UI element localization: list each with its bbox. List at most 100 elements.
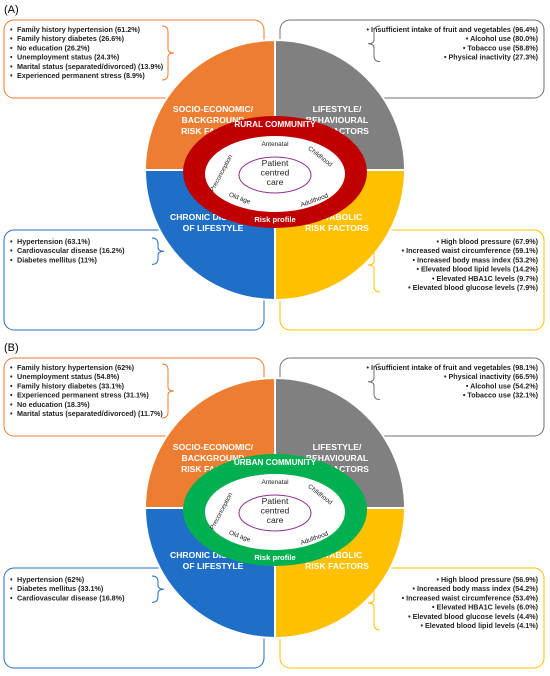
brace-connector xyxy=(367,575,381,631)
risk-factor-item: • Elevated HBA1C levels (9.7%) xyxy=(432,274,539,283)
brace-connector xyxy=(367,25,381,63)
bl-quadrant-title: CHRONIC DISEASES xyxy=(170,212,256,222)
tl-quadrant-title: BACKGROUND xyxy=(181,115,244,125)
tr-quadrant-title: BEHAVIOURAL xyxy=(306,115,368,125)
bullet-icon: • xyxy=(10,43,13,52)
risk-factor-item: • Elevated blood glucose levels (7.9%) xyxy=(408,283,539,292)
brace-connector xyxy=(161,25,175,81)
risk-factor-item: Family history hypertension (61.2%) xyxy=(17,25,141,34)
risk-factor-item: • Insufficient intake of fruit and veget… xyxy=(367,25,539,34)
bullet-icon: • xyxy=(10,62,13,71)
risk-factor-item: • Physical inactivity (66.5%) xyxy=(444,372,539,381)
bullet-icon: • xyxy=(10,246,13,255)
tl-quadrant-title: SOCIO-ECONOMIC/ xyxy=(173,442,254,452)
risk-factor-item: Unemployment status (24.3%) xyxy=(17,53,120,62)
risk-factor-item: • Elevated blood glucose levels (4.4%) xyxy=(408,612,539,621)
risk-factor-item: • Alcohol use (54.2%) xyxy=(466,381,539,390)
risk-factor-item: • Elevated blood lipid levels (4.1%) xyxy=(420,621,538,630)
bl-quadrant-title: CHRONIC DISEASES xyxy=(170,550,256,560)
risk-factor-item: Diabetes mellitus (11%) xyxy=(17,255,97,264)
bl-quadrant-title: OF LIFESTYLE xyxy=(183,561,244,571)
patient-centred-care-label: Patient xyxy=(262,158,289,168)
risk-factor-item: • Increased waist circumference (59.1%) xyxy=(402,246,539,255)
patient-centred-care-label: care xyxy=(267,515,284,525)
risk-profile-label: Risk profile xyxy=(254,553,295,562)
life-stage-ellipse xyxy=(205,136,345,212)
br-quadrant-title: METABOLIC xyxy=(312,212,362,222)
tl-quadrant-title: SOCIO-ECONOMIC/ xyxy=(173,104,254,114)
bullet-icon: • xyxy=(10,575,13,584)
risk-factor-item: • Increased waist circumference (53.4%) xyxy=(402,593,539,602)
risk-factor-item: • Elevated blood lipid levels (14.2%) xyxy=(416,265,538,274)
risk-factor-item: No education (26.2%) xyxy=(17,43,90,52)
risk-factor-item: Family history diabetes (33.1%) xyxy=(17,381,125,390)
risk-factor-item: Family history diabetes (26.6%) xyxy=(17,34,125,43)
risk-factor-item: • Increased body mass index (54.2%) xyxy=(412,584,538,593)
brace-connector xyxy=(367,237,381,293)
bullet-icon: • xyxy=(10,71,13,80)
tr-quadrant-title: BEHAVIOURAL xyxy=(306,453,368,463)
risk-factor-item: • Increased body mass index (53.2%) xyxy=(412,255,538,264)
bullet-icon: • xyxy=(10,400,13,409)
bl-quadrant-title: OF LIFESTYLE xyxy=(183,223,244,233)
brace-connector xyxy=(161,363,175,419)
risk-factor-item: Diabetes mellitus (33.1%) xyxy=(17,584,104,593)
risk-factor-item: • Tobacco use (58.8%) xyxy=(463,43,539,52)
life-stage-antenatal: Antenatal xyxy=(261,479,288,486)
bullet-icon: • xyxy=(10,34,13,43)
panel-label: (A) xyxy=(4,4,19,16)
bullet-icon: • xyxy=(10,372,13,381)
risk-factor-item: Family history hypertension (62%) xyxy=(17,363,135,372)
risk-profile-label: Risk profile xyxy=(254,215,295,224)
risk-factor-item: Unemployment status (54.8%) xyxy=(17,372,120,381)
community-label: RURAL COMMUNITY xyxy=(234,120,316,129)
community-label: URBAN COMMUNITY xyxy=(234,458,317,467)
tl-quadrant-title: BACKGROUND xyxy=(181,453,244,463)
patient-centred-care-label: centred xyxy=(261,168,290,178)
br-quadrant-title: RISK FACTORS xyxy=(305,561,369,571)
patient-centred-ellipse xyxy=(238,494,312,532)
risk-factor-item: • Alcohol use (80.0%) xyxy=(466,34,539,43)
br-quadrant-title: RISK FACTORS xyxy=(305,223,369,233)
patient-centred-care-label: centred xyxy=(261,506,290,516)
bullet-icon: • xyxy=(10,409,13,418)
patient-centred-care-label: care xyxy=(267,177,284,187)
bullet-icon: • xyxy=(10,255,13,264)
bullet-icon: • xyxy=(10,381,13,390)
risk-factor-item: Hypertension (62%) xyxy=(17,575,85,584)
bullet-icon: • xyxy=(10,25,13,34)
risk-factor-item: • Insufficient intake of fruit and veget… xyxy=(367,363,539,372)
panel-b: (B) • Family history hypertension (62%) • Un… xyxy=(3,342,545,669)
bullet-icon: • xyxy=(10,237,13,246)
bullet-icon: • xyxy=(10,391,13,400)
risk-factor-item: Cardiovascular disease (16.2%) xyxy=(17,246,125,255)
risk-factor-item: • Physical inactivity (27.3%) xyxy=(444,53,539,62)
brace-connector xyxy=(151,575,165,603)
bullet-icon: • xyxy=(10,584,13,593)
brace-connector xyxy=(151,237,165,265)
bullet-icon: • xyxy=(10,363,13,372)
risk-factor-item: Marital status (separated/divorced) (13.… xyxy=(17,62,164,71)
patient-centred-ellipse xyxy=(238,156,312,194)
risk-factor-item: No education (18.3%) xyxy=(17,400,90,409)
tr-quadrant-title: LIFESTYLE/ xyxy=(313,442,362,452)
panel-label: (B) xyxy=(4,342,19,354)
bullet-icon: • xyxy=(10,593,13,602)
brace-connector xyxy=(367,363,381,401)
tr-quadrant-title: LIFESTYLE/ xyxy=(313,104,362,114)
risk-factor-item: • Tobacco use (32.1%) xyxy=(463,391,539,400)
br-quadrant-title: METABOLIC xyxy=(312,550,362,560)
life-stage-ellipse xyxy=(205,474,345,550)
panel-a: (A) • Family history hypertension (61.2%) •… xyxy=(3,4,545,331)
risk-factor-item: • High blood pressure (56.9%) xyxy=(436,575,538,584)
risk-factor-item: • High blood pressure (67.9%) xyxy=(436,237,538,246)
risk-factor-item: Cardiovascular disease (16.8%) xyxy=(17,593,125,602)
risk-factor-item: Experienced permanent stress (31.1%) xyxy=(17,391,149,400)
risk-factor-item: Marital status (separated/divorced) (11.… xyxy=(17,409,163,418)
patient-centred-care-label: Patient xyxy=(262,496,289,506)
life-stage-antenatal: Antenatal xyxy=(261,141,288,148)
risk-factor-item: Hypertension (63.1%) xyxy=(17,237,91,246)
risk-factor-item: Experienced permanent stress (8.9%) xyxy=(17,71,145,80)
risk-factor-item: • Elevated HBA1C levels (6.0%) xyxy=(432,603,539,612)
